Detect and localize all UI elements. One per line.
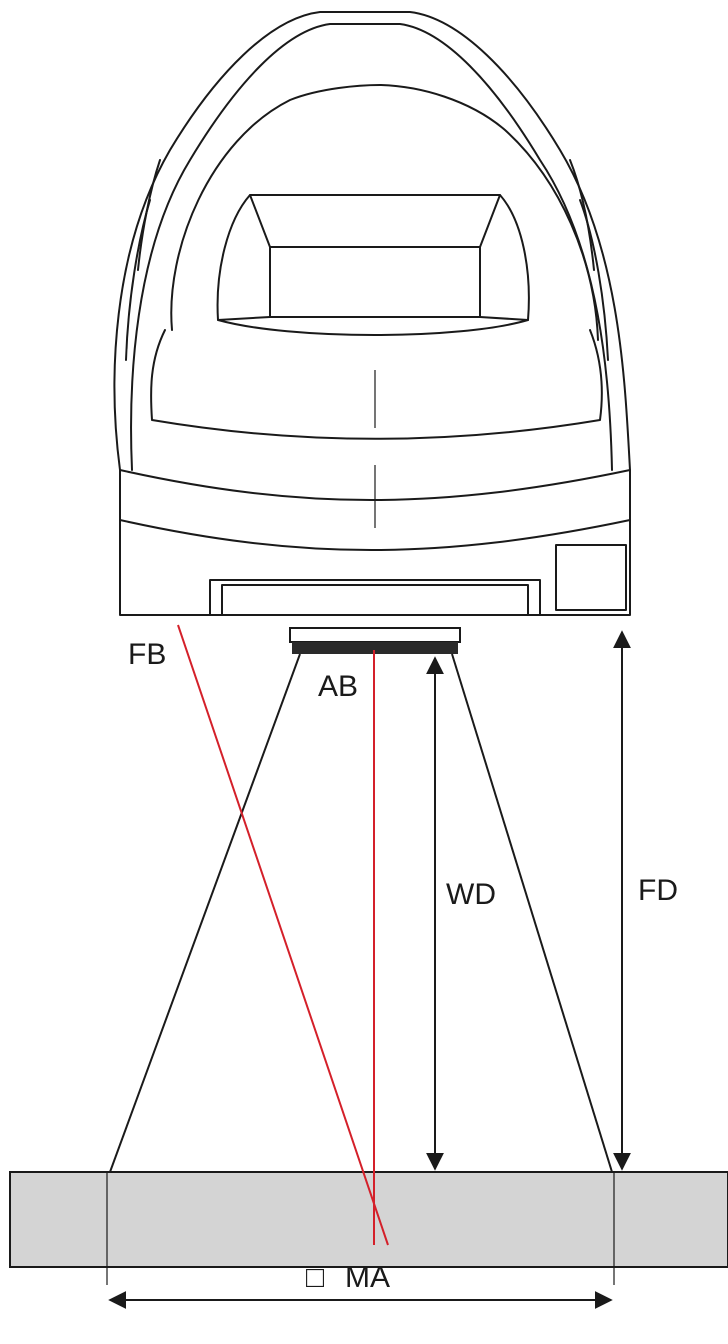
fb-label: FB xyxy=(128,638,166,671)
focus-beam-line xyxy=(177,624,389,1246)
ma-label: MA xyxy=(345,1261,390,1294)
ab-label: AB xyxy=(318,670,358,703)
front-band-lower xyxy=(119,519,631,551)
right-groove-2 xyxy=(569,159,595,271)
scanner-housing xyxy=(113,11,631,616)
fd-label: FD xyxy=(638,874,678,907)
left-groove-2 xyxy=(137,159,161,271)
wd-label: WD xyxy=(446,878,496,911)
ma-symbol: □ xyxy=(306,1261,325,1294)
window-frame xyxy=(216,194,530,336)
scan-window xyxy=(269,246,481,318)
lens-grip xyxy=(292,642,458,654)
indicator-window xyxy=(555,544,627,611)
front-band xyxy=(119,469,631,501)
window-bevel xyxy=(217,194,529,321)
bottom-slot-inner xyxy=(221,584,529,616)
fov-left-line xyxy=(109,653,301,1173)
fov-right-line xyxy=(451,653,613,1173)
scanner-device xyxy=(113,11,631,654)
lens-ring xyxy=(289,627,461,643)
bottom-slot xyxy=(209,579,541,616)
upper-bezel xyxy=(170,84,599,341)
front-shelf xyxy=(150,329,603,440)
